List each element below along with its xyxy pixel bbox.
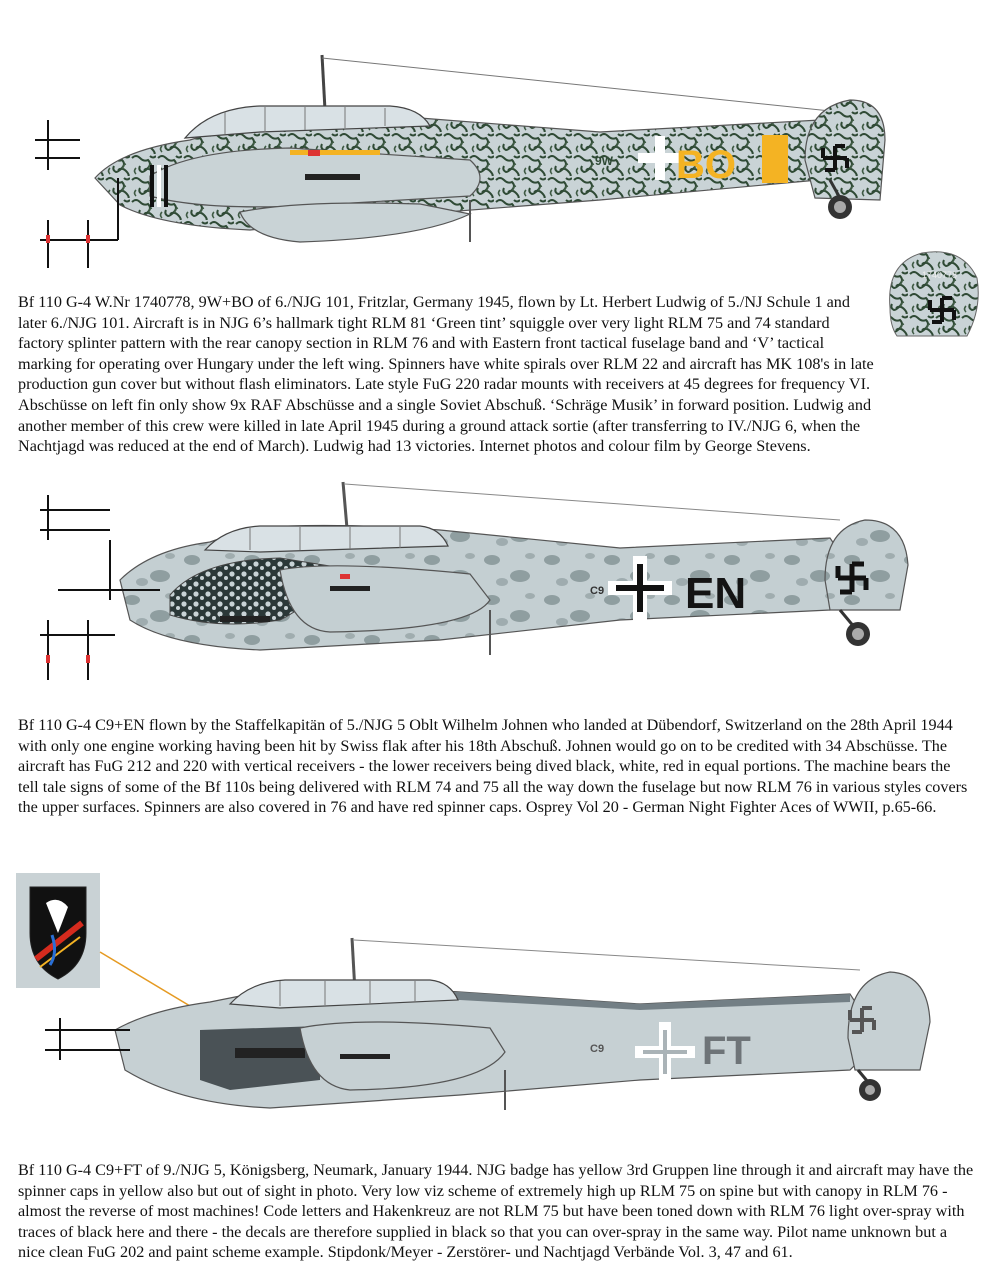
aircraft-2-code-right: EN xyxy=(685,569,746,618)
aircraft-1-fin-detail: 1740778 xyxy=(889,251,979,337)
aircraft-1-code-right: BO xyxy=(676,143,736,187)
aircraft-2-profile: C9 EN xyxy=(40,481,909,680)
njg-badge xyxy=(16,873,100,988)
fin-detail-code: 1740778 xyxy=(922,270,957,280)
aircraft-1-caption: Bf 110 G-4 W.Nr 1740778, 9W+BO of 6./NJG… xyxy=(18,293,874,456)
aircraft-1-profile: 9W BO xyxy=(35,54,886,268)
aircraft-3-code-left: C9 xyxy=(590,1043,604,1055)
aircraft-1-code-left: 9W xyxy=(595,154,614,168)
aircraft-3-caption: Bf 110 G-4 C9+FT of 9./NJG 5, Königsberg… xyxy=(18,1161,974,1262)
aircraft-3-code-right: FT xyxy=(702,1029,751,1073)
aircraft-3-profile: C9 FT xyxy=(45,937,931,1110)
aircraft-2-code-left: C9 xyxy=(590,585,604,597)
aircraft-2-caption: Bf 110 G-4 C9+EN flown by the Staffelkap… xyxy=(18,716,968,817)
